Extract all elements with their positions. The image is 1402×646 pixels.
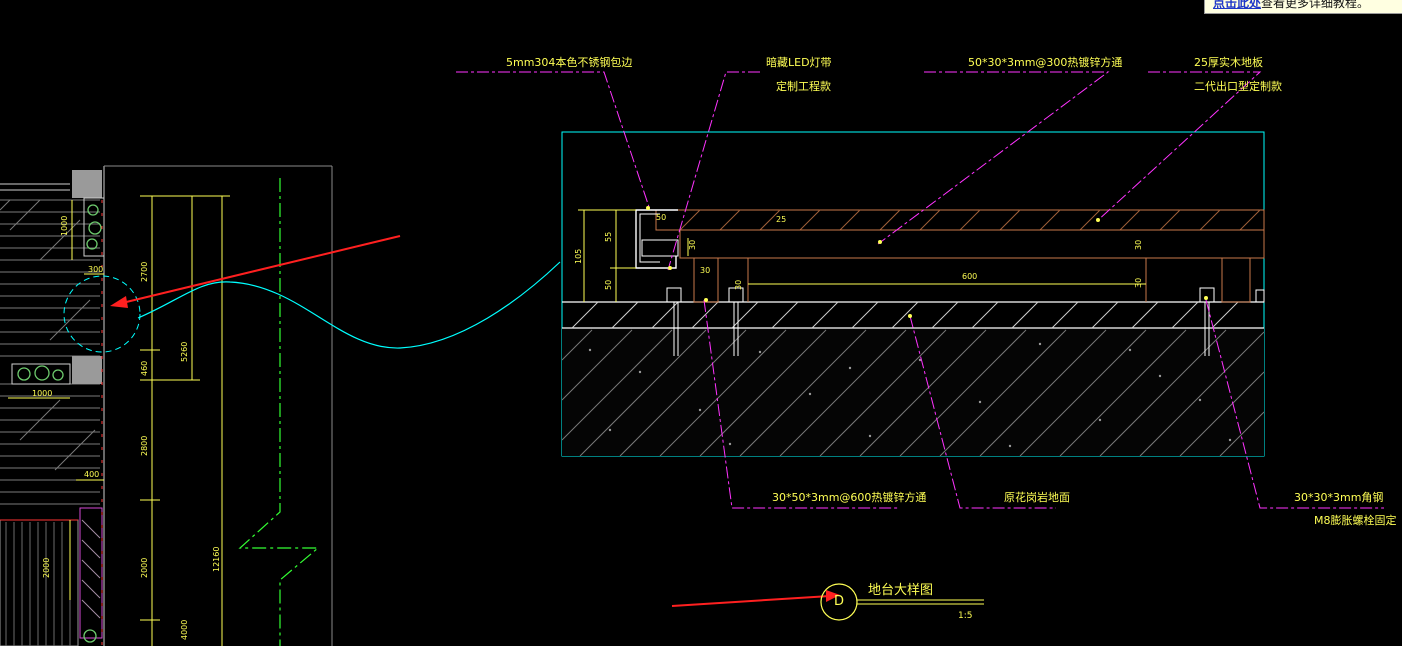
red-arrow-plan bbox=[110, 235, 401, 308]
concrete-hatch bbox=[561, 329, 1265, 457]
detail-title: 地台大样图 bbox=[868, 583, 934, 598]
label-angle-steel: 30*30*3mm角钢 bbox=[1294, 491, 1384, 504]
dim-detail: 25 bbox=[776, 215, 787, 224]
break-line bbox=[238, 178, 320, 646]
detail-dimension-lines bbox=[578, 209, 1146, 302]
label-granite: 原花岗岩地面 bbox=[1004, 491, 1070, 504]
concrete-aggregate bbox=[588, 342, 1232, 448]
dim-detail: 50 bbox=[656, 213, 667, 222]
tube-post bbox=[693, 257, 719, 303]
detail-scale: 1:5 bbox=[958, 611, 973, 621]
dim-detail: 30 bbox=[700, 266, 711, 275]
label-angle-steel-note: M8膨胀螺栓固定 bbox=[1314, 514, 1397, 527]
dim-plan: 12160 bbox=[212, 546, 221, 572]
dim-detail: 105 bbox=[574, 248, 583, 264]
plan-floor-hatch bbox=[0, 199, 100, 505]
label-wood-floor: 25厚实木地板 bbox=[1194, 56, 1263, 69]
label-galv-tube-bottom: 30*50*3mm@600热镀锌方通 bbox=[772, 491, 927, 504]
label-led-strip: 暗藏LED灯带 bbox=[766, 56, 832, 69]
dim-plan: 1000 bbox=[32, 389, 53, 398]
dim-plan: 2700 bbox=[140, 261, 149, 282]
dim-detail: 30 bbox=[734, 279, 743, 290]
wood-floor-board bbox=[655, 209, 1265, 231]
dim-detail: 30 bbox=[1134, 239, 1143, 250]
plan-dimension-lines bbox=[8, 195, 230, 646]
detail-symbol-circle bbox=[820, 583, 858, 621]
detail-symbol-letter: D bbox=[834, 594, 845, 609]
granite-hatch bbox=[571, 301, 1239, 329]
dim-detail: 30 bbox=[688, 239, 697, 250]
wood-hatch bbox=[679, 209, 1261, 231]
label-wood-floor-note: 二代出口型定制款 bbox=[1194, 80, 1282, 93]
label-stainless-edge: 5mm304本色不锈钢包边 bbox=[506, 56, 633, 69]
dim-plan: 1000 bbox=[60, 215, 69, 236]
detail-callout-circle bbox=[63, 275, 141, 353]
dim-plan: 5260 bbox=[180, 341, 189, 362]
annotation-leaders bbox=[456, 71, 1384, 509]
dim-detail: 55 bbox=[604, 231, 613, 242]
red-arrow-title bbox=[671, 590, 840, 607]
dim-plan: 2000 bbox=[140, 557, 149, 578]
plan-view bbox=[0, 165, 333, 646]
dim-plan: 2000 bbox=[42, 557, 51, 578]
plan-column bbox=[72, 170, 102, 198]
dim-plan: 2800 bbox=[140, 435, 149, 456]
tutorial-link[interactable]: 点击此处 bbox=[1213, 0, 1262, 10]
led-channel bbox=[641, 239, 679, 257]
dim-plan: 300 bbox=[88, 265, 104, 274]
dim-detail: 600 bbox=[962, 272, 978, 281]
concrete-base bbox=[562, 328, 1264, 456]
tutorial-tooltip-text: 查看更多详细教程。 bbox=[1261, 0, 1370, 10]
planter bbox=[11, 363, 71, 385]
dim-plan: 460 bbox=[140, 360, 149, 376]
leader-ticks bbox=[646, 206, 1208, 318]
plan-column bbox=[72, 356, 102, 384]
dim-detail: 50 bbox=[604, 279, 613, 290]
planter-magenta bbox=[79, 507, 103, 639]
label-led-note: 定制工程款 bbox=[776, 80, 831, 93]
dim-detail: 30 bbox=[1134, 277, 1143, 288]
section-detail bbox=[561, 131, 1265, 457]
dim-plan: 400 bbox=[84, 470, 100, 479]
callout-leader-curve bbox=[137, 261, 561, 349]
tutorial-tooltip: 点击此处查看更多详细教程。 bbox=[1204, 0, 1402, 14]
top-galvanized-tube bbox=[679, 229, 1265, 259]
plant-shrubs bbox=[17, 204, 102, 643]
label-galv-tube-top: 50*30*3mm@300热镀锌方通 bbox=[968, 56, 1123, 69]
dim-plan: 4000 bbox=[180, 619, 189, 640]
tube-post bbox=[1221, 257, 1251, 303]
